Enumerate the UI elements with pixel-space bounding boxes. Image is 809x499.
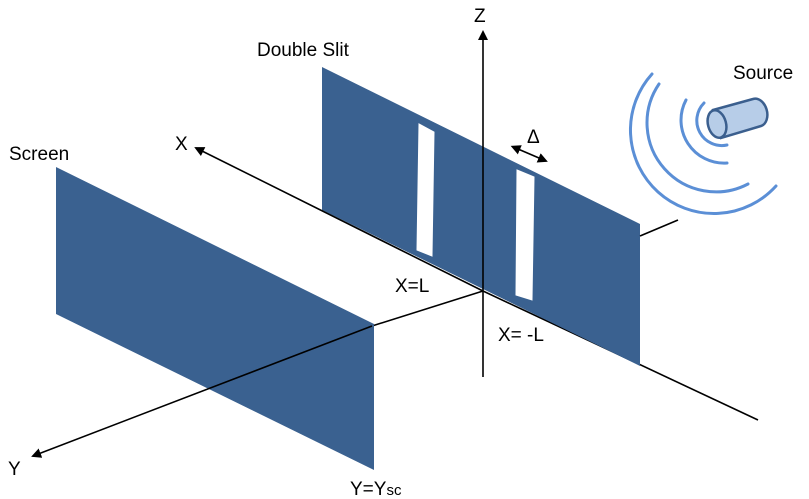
screen-panel (56, 167, 374, 470)
y-screen-label-sub: sc (386, 482, 402, 499)
delta-double-arrow-icon (510, 145, 548, 163)
x-pos-l-label: X=L (395, 276, 429, 297)
x-axis-line (194, 147, 484, 292)
y-screen-label-main: Y=Y (350, 479, 387, 499)
y-screen-label: Y=Ysc (350, 479, 402, 499)
y-axis-label: Y (8, 459, 21, 480)
wave-arc-3 (645, 82, 750, 194)
x-neg-l-label: X= -L (498, 325, 544, 346)
double-slit-panel (322, 67, 640, 366)
cylinder-emitter-icon (706, 97, 769, 140)
slit-line-stub (639, 219, 679, 237)
x-axis-label: X (175, 134, 188, 155)
y-axis-line (31, 325, 373, 458)
source-waves (628, 72, 778, 216)
slit-upper (416, 123, 435, 257)
screen-label: Screen (9, 144, 69, 165)
delta-label: Δ (527, 127, 540, 148)
slit-lower (515, 169, 535, 301)
wave-arc-1 (695, 101, 729, 148)
double-slit-label: Double Slit (257, 40, 350, 61)
source-label: Source (733, 63, 793, 84)
wave-arc-2 (679, 98, 729, 165)
source-face (706, 109, 728, 139)
wave-arc-4 (628, 72, 778, 216)
z-axis-label: Z (474, 6, 486, 27)
screen-y-line (371, 290, 484, 327)
